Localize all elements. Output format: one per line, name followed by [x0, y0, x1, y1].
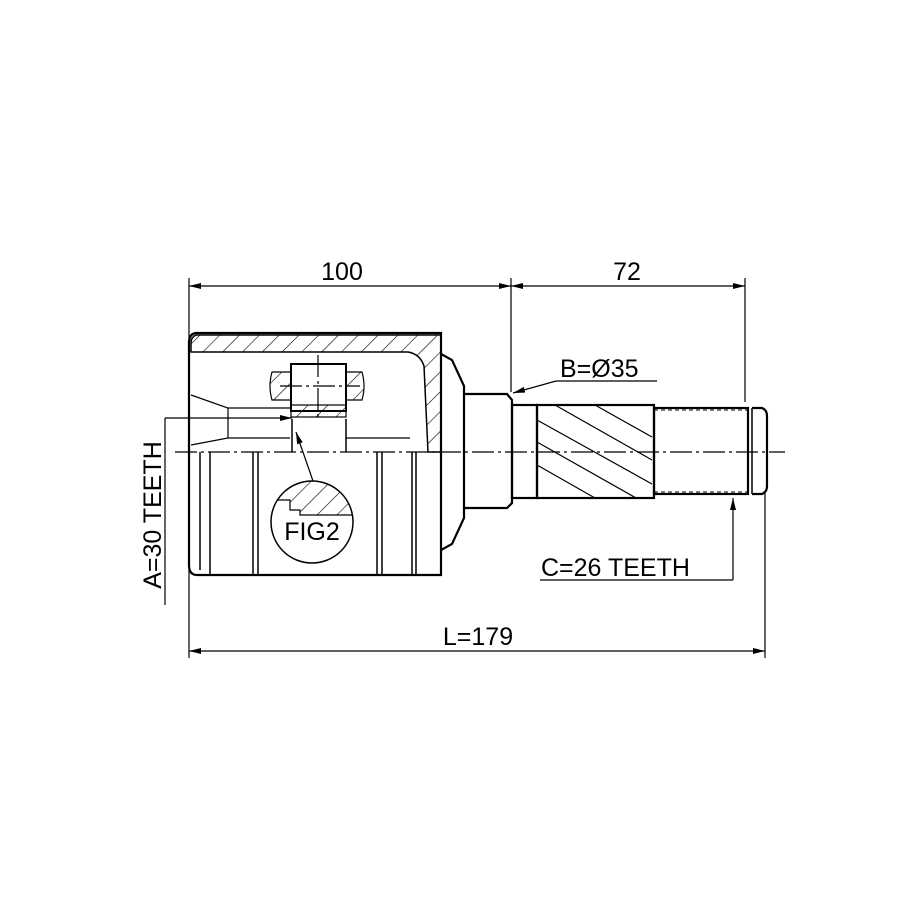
- dimension-72: 72: [511, 258, 745, 289]
- shaft-diameter-label: B=Ø35: [560, 355, 639, 383]
- outer-teeth-label: C=26 TEETH: [541, 554, 690, 582]
- housing: [187, 331, 466, 577]
- dimension-label-72: 72: [613, 258, 641, 286]
- shaft: [464, 392, 769, 510]
- fig2-label: FIG2: [284, 518, 340, 546]
- spline-teeth: [536, 404, 653, 499]
- dimension-label-100: 100: [321, 258, 363, 286]
- dimension-total-length: L=179: [189, 623, 765, 654]
- inner-teeth-callout: A=30 TEETH: [139, 415, 292, 605]
- inner-teeth-label: A=30 TEETH: [139, 441, 167, 589]
- dimension-100: 100: [189, 258, 511, 289]
- outer-teeth-callout: C=26 TEETH: [540, 498, 736, 582]
- shaft-diameter-callout: B=Ø35: [512, 355, 657, 394]
- dimension-label-total: L=179: [443, 623, 513, 651]
